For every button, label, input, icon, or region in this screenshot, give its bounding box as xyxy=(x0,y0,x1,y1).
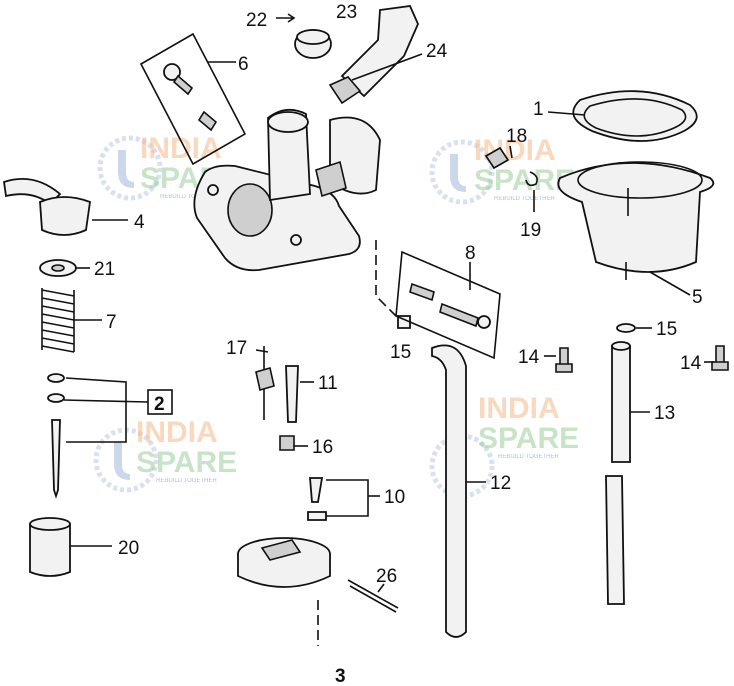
part-washer-21 xyxy=(39,259,77,277)
part-jet-17 xyxy=(255,346,275,420)
svg-text:INDIA: INDIA xyxy=(474,134,556,167)
part-hose-24 xyxy=(328,5,419,105)
callout-18: 18 xyxy=(506,126,527,147)
svg-text:REBUILD TOGETHER: REBUILD TOGETHER xyxy=(160,194,221,200)
part-valve-10 xyxy=(307,477,327,521)
callout-14-right: 14 xyxy=(680,353,702,374)
part-tube-11 xyxy=(285,365,299,423)
part-screw-18 xyxy=(484,146,510,170)
svg-text:INDIA: INDIA xyxy=(478,392,560,425)
part-6-panel xyxy=(139,32,247,166)
callout-26: 26 xyxy=(376,566,397,587)
watermark-top-center: INDIA SPARE REBUILD TOGETHER xyxy=(97,132,241,201)
callout-3: 3 xyxy=(335,666,346,686)
part-screw-14-right xyxy=(711,345,729,371)
part-cap xyxy=(294,29,332,59)
part-gasket-1 xyxy=(572,90,698,142)
svg-text:SPARE: SPARE xyxy=(478,422,579,455)
carburetor-body xyxy=(193,108,381,272)
watermark-top-right: INDIA SPARE REBUILD TOGETHER xyxy=(429,134,575,205)
callout-24: 24 xyxy=(426,41,448,62)
callout-21: 21 xyxy=(94,259,115,280)
part-float-3 xyxy=(237,537,331,588)
part-plug-15-right xyxy=(616,323,636,333)
callout-17: 17 xyxy=(226,338,247,359)
callout-16: 16 xyxy=(312,437,333,458)
callout-4: 4 xyxy=(134,212,145,233)
callout-6: 6 xyxy=(238,54,249,75)
svg-text:REBUILD TOGETHER: REBUILD TOGETHER xyxy=(156,478,217,484)
callout-20: 20 xyxy=(118,538,139,559)
callout-15-right: 15 xyxy=(656,319,677,340)
part-tube-13 xyxy=(605,341,631,605)
watermark-bottom-left: INDIA SPARE REBUILD TOGETHER xyxy=(93,416,237,493)
part-clip-19 xyxy=(525,171,538,187)
part-slide-20 xyxy=(29,517,71,577)
callout-19: 19 xyxy=(520,220,541,241)
part-tube-12 xyxy=(431,344,467,638)
callout-13: 13 xyxy=(654,403,675,424)
part-pin-26 xyxy=(347,579,399,613)
callout-5: 5 xyxy=(692,287,703,308)
part-spring-7 xyxy=(41,288,75,353)
callout-1: 1 xyxy=(533,99,544,120)
callout-12: 12 xyxy=(490,473,511,494)
part-screw-14-center xyxy=(555,347,573,373)
svg-text:INDIA: INDIA xyxy=(140,132,222,165)
callout-15-center: 15 xyxy=(390,342,411,363)
callout-7: 7 xyxy=(106,312,117,333)
part-needle-2 xyxy=(47,373,65,499)
callout-10: 10 xyxy=(384,487,405,508)
part-float-bowl-5 xyxy=(557,161,715,280)
callout-2: 2 xyxy=(154,394,165,415)
callout-23: 23 xyxy=(336,2,357,23)
svg-text:REBUILD TOGETHER: REBUILD TOGETHER xyxy=(494,196,555,202)
part-hose-fitting-4 xyxy=(3,178,91,236)
part-8-panel xyxy=(395,250,501,360)
svg-text:INDIA: INDIA xyxy=(136,416,218,449)
callout-11: 11 xyxy=(318,373,338,394)
part-jet-16 xyxy=(279,435,295,451)
svg-text:SPARE: SPARE xyxy=(136,446,237,479)
callout-box-2 xyxy=(147,389,173,415)
callout-22: 22 xyxy=(246,10,267,31)
callout-14-center: 14 xyxy=(518,347,540,368)
svg-text:REBUILD TOGETHER: REBUILD TOGETHER xyxy=(498,454,559,460)
callout-8: 8 xyxy=(465,243,476,264)
